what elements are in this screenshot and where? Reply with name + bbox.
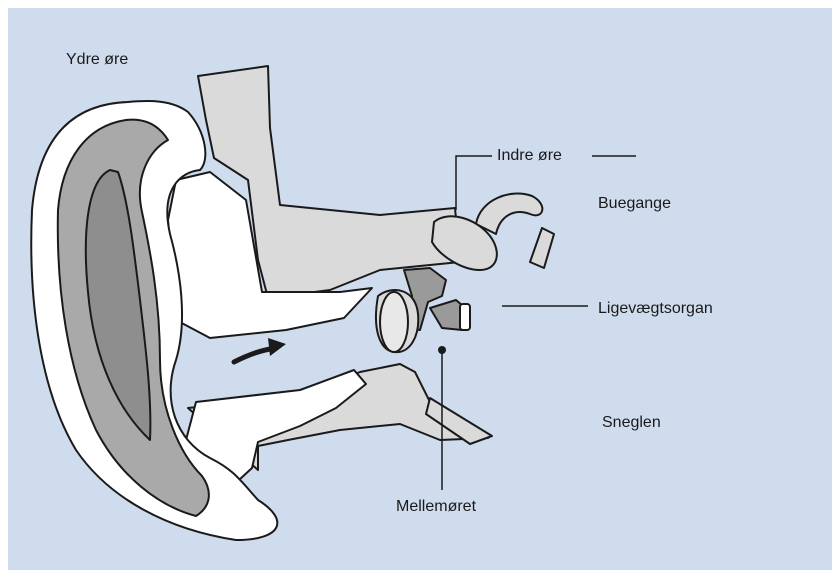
label-semicircular-canals: Buegange — [598, 195, 671, 213]
leader-inner-ear — [456, 156, 492, 210]
sound-arrow-head — [268, 338, 286, 356]
oval-window — [460, 304, 470, 330]
eardrum — [380, 292, 408, 352]
label-cochlea: Sneglen — [602, 414, 661, 432]
label-vestibular-organ: Ligevægtsorgan — [598, 300, 713, 318]
leader-middle-ear-dot — [438, 346, 446, 354]
label-inner-ear: Indre øre — [497, 147, 562, 165]
semicircular-canal-upper — [476, 194, 542, 234]
label-middle-ear: Mellemøret — [396, 498, 476, 516]
label-outer-ear: Ydre øre — [66, 51, 128, 69]
semicircular-canal-right — [530, 228, 554, 268]
